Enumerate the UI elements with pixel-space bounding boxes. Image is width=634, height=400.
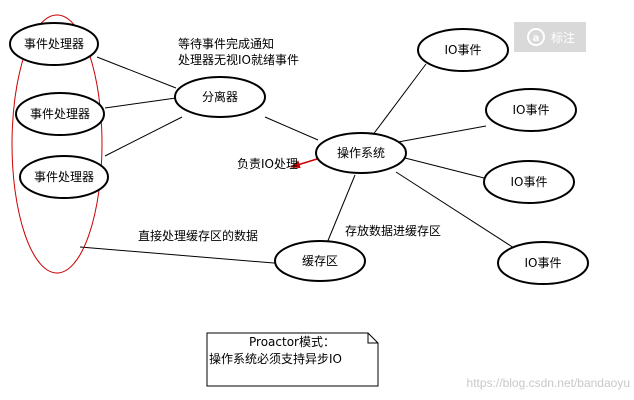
node-label: 分离器 (202, 89, 238, 104)
node-label: 事件处理器 (34, 170, 94, 184)
edge-handler1-dispatcher (96, 56, 177, 89)
store-buffer-text: 存放数据进缓存区 (345, 223, 441, 238)
connectors (79, 56, 515, 268)
io-event-node: IO事件 (483, 160, 575, 204)
node-label: 操作系统 (337, 145, 385, 160)
direct-process-text: 直接处理缓存区的数据 (138, 228, 258, 243)
wait-notify-text: 等待事件完成通知 (178, 36, 274, 51)
annotate-badge[interactable]: a 标注 (514, 22, 586, 52)
dispatcher-node: 分离器 (174, 76, 266, 118)
note-title: Proactor模式： (249, 335, 335, 349)
io-handling-text: 负责IO处理 (237, 157, 298, 171)
handlers-highlight-oval (11, 14, 103, 274)
node-label: 缓存区 (302, 254, 338, 268)
node-label: 事件处理器 (30, 107, 90, 121)
node-label: IO事件 (511, 175, 548, 189)
event-handler-node: 事件处理器 (9, 22, 99, 66)
edge-os-buffer (326, 174, 356, 244)
edge-os-io4 (395, 171, 515, 249)
node-label: 事件处理器 (24, 37, 84, 51)
annotate-badge-label: 标注 (551, 30, 575, 45)
edge-handler3-dispatcher (104, 116, 183, 157)
edge-os-io3 (404, 157, 485, 179)
watermark-url: https://blog.csdn.net/bandaoyu (467, 376, 630, 390)
edge-dispatcher-os (264, 116, 319, 141)
edge-direct-process (79, 246, 287, 268)
io-event-node: IO事件 (497, 241, 589, 285)
annotate-icon-glyph: a (533, 33, 540, 44)
buffer-node: 缓存区 (274, 240, 366, 282)
node-label: IO事件 (525, 256, 562, 270)
edge-os-io2 (397, 125, 487, 143)
note-body: 操作系统必须支持异步IO (209, 351, 342, 366)
node-label: IO事件 (445, 43, 482, 57)
proactor-note-box: Proactor模式： 操作系统必须支持异步IO (206, 332, 379, 387)
annotate-icon (527, 28, 545, 46)
edge-os-io1 (371, 63, 427, 137)
edge-handler2-dispatcher (104, 97, 177, 109)
io-event-node: IO事件 (417, 28, 509, 72)
io-event-node: IO事件 (485, 88, 577, 132)
ignore-io-ready-text: 处理器无视IO就绪事件 (178, 52, 299, 67)
event-handler-node: 事件处理器 (19, 155, 109, 199)
os-node: 操作系统 (315, 132, 407, 174)
node-label: IO事件 (513, 103, 550, 117)
event-handler-node: 事件处理器 (15, 92, 105, 136)
